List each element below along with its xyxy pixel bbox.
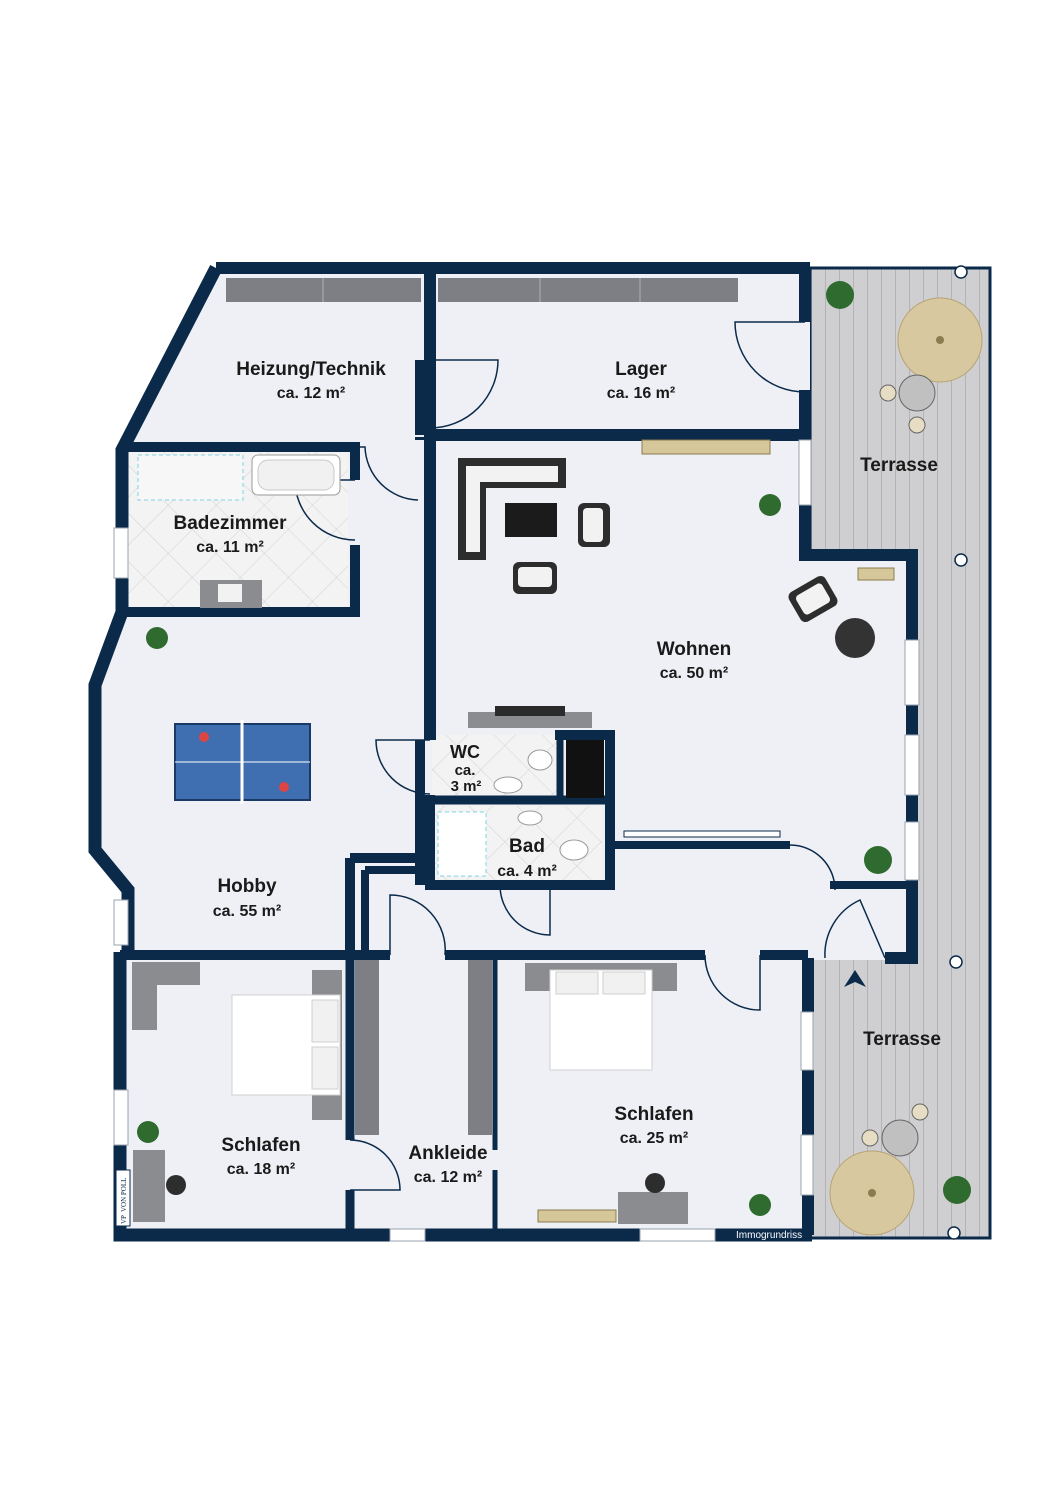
area-wc-line2: 3 m²	[451, 778, 482, 795]
area-wohnen: ca. 50 m²	[660, 665, 728, 682]
area-ankleide: ca. 12 m²	[414, 1169, 482, 1186]
bad-sink	[517, 810, 543, 826]
bad-toilet	[559, 839, 589, 861]
credit-text: Immogrundriss	[736, 1230, 802, 1241]
logo-initials: VP	[120, 1215, 128, 1224]
area-hobby: ca. 55 m²	[213, 903, 281, 920]
windows	[113, 439, 920, 1242]
desk-chair-left	[166, 1175, 186, 1195]
area-bad: ca. 4 m²	[497, 863, 557, 880]
label-terrasse-top: Terrasse	[860, 455, 938, 476]
desk-right	[618, 1192, 688, 1224]
label-ankleide: Ankleide	[408, 1143, 487, 1164]
bathtub	[251, 454, 341, 496]
storage-shelves	[226, 278, 738, 1135]
label-hobby: Hobby	[217, 876, 277, 897]
label-schlafen-right: Schlafen	[614, 1104, 693, 1125]
logo: VP VON POLL	[115, 1169, 131, 1227]
label-badezimmer: Badezimmer	[174, 513, 288, 534]
doors	[294, 321, 886, 1191]
sofa-set	[458, 458, 610, 594]
bad-shower	[437, 811, 487, 877]
parasol-top	[897, 297, 983, 383]
area-badezimmer: ca. 11 m²	[196, 539, 264, 556]
shower	[137, 454, 244, 501]
area-schlafen-right: ca. 25 m²	[620, 1130, 688, 1147]
area-schlafen-left: ca. 18 m²	[227, 1161, 295, 1178]
logo-text: VON POLL	[120, 1178, 128, 1212]
sliding-door	[623, 830, 781, 838]
bed-right	[525, 963, 677, 1071]
kitchen-unit	[566, 740, 604, 798]
label-wc: WC	[450, 742, 480, 762]
area-lager: ca. 16 m²	[607, 385, 675, 402]
area-heizung: ca. 12 m²	[277, 385, 345, 402]
label-heizung: Heizung/Technik	[236, 359, 386, 380]
desk-left	[133, 1150, 165, 1222]
walls	[88, 262, 918, 1242]
label-schlafen-left: Schlafen	[221, 1135, 300, 1156]
terrace-posts	[947, 265, 968, 1240]
entrance-arrow-icon	[844, 970, 866, 987]
area-wc-line1: ca.	[455, 762, 476, 779]
armchair-table	[788, 575, 875, 658]
label-wohnen: Wohnen	[657, 639, 732, 660]
ping-pong-table	[174, 720, 311, 804]
parasol-bottom	[829, 1150, 915, 1236]
bed-left	[231, 970, 342, 1120]
tv-unit	[495, 706, 565, 716]
plants	[137, 281, 971, 1216]
sink-counter	[200, 580, 262, 608]
label-bad: Bad	[509, 836, 545, 857]
wardrobe	[132, 962, 200, 1030]
label-lager: Lager	[615, 359, 667, 380]
label-terrasse-bottom: Terrasse	[863, 1029, 941, 1050]
terrace-table-top	[879, 374, 936, 434]
desk-chair-right	[645, 1173, 665, 1193]
toilet	[493, 749, 553, 794]
radiators	[537, 439, 895, 1223]
terrace-table-bottom	[861, 1103, 929, 1157]
